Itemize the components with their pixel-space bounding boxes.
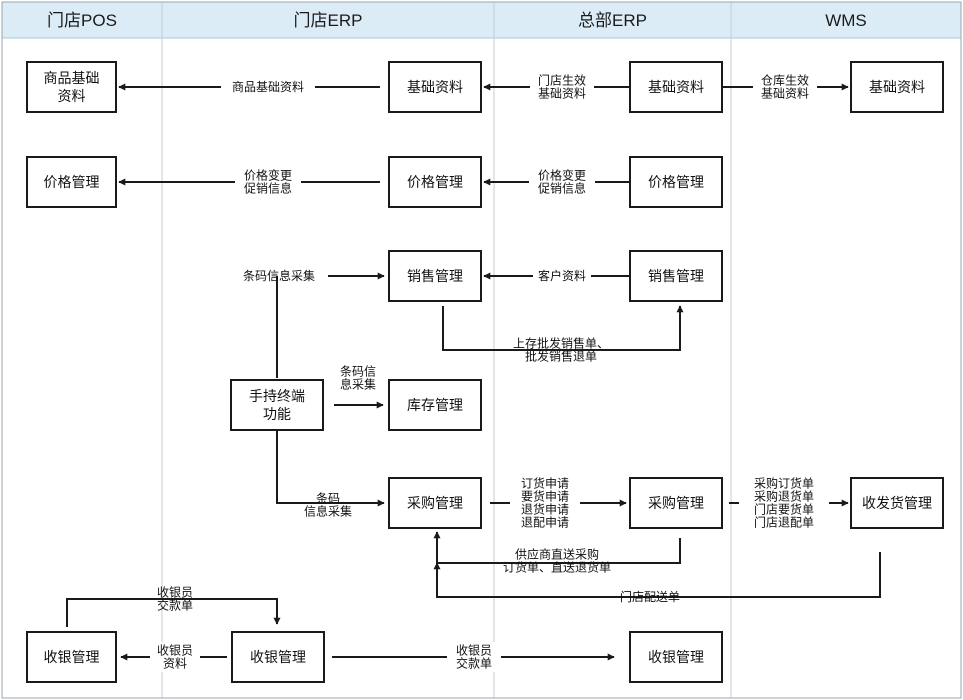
connector-label-e_hq_purchase_to_wms: 采购订货单采购退货单门店要货单门店退配单 — [754, 476, 814, 530]
box-erp_stock: 库存管理 — [388, 379, 482, 431]
box-frame — [629, 250, 723, 302]
connector-label-e_handheld_to_purchase: 条码信息采集 — [304, 492, 352, 519]
box-pos_cashier: 收银管理 — [26, 631, 117, 683]
lane-title-wms: WMS — [825, 11, 867, 30]
box-hq_price: 价格管理 — [629, 156, 723, 208]
connector-label-e_hq_sales_to_erp: 客户资料 — [538, 268, 586, 283]
box-hq_sales: 销售管理 — [629, 250, 723, 302]
box-label-cashier_erp: 收银管理 — [250, 650, 306, 666]
connector-label-e_handheld_to_stock: 条码信息采集 — [340, 365, 376, 392]
box-frame — [388, 250, 482, 302]
box-label-pos_basic: 商品基础资料 — [44, 70, 100, 105]
box-label-hq_purchase: 采购管理 — [648, 496, 704, 512]
connector-label-e_hq_price_to_erp: 价格变更促销信息 — [538, 168, 586, 196]
box-label-hq_sales: 销售管理 — [648, 269, 704, 285]
box-frame — [26, 631, 117, 683]
box-frame — [230, 379, 324, 431]
box-frame — [26, 61, 117, 113]
box-erp_sales: 销售管理 — [388, 250, 482, 302]
connector-e_handheld_to_purchase — [276, 457, 385, 507]
connector-label-e_basic_to_pos: 商品基础资料 — [232, 79, 304, 94]
box-frame — [231, 631, 325, 683]
box-label-erp_sales: 销售管理 — [407, 269, 463, 285]
box-label-pos_price: 价格管理 — [44, 175, 100, 191]
label-mask — [150, 642, 200, 672]
box-frame — [850, 61, 944, 113]
box-label-wms_basic: 基础资料 — [869, 79, 925, 96]
box-label-erp_price: 价格管理 — [407, 175, 463, 191]
lane-title-store_erp: 门店ERP — [294, 11, 363, 30]
box-erp_price: 价格管理 — [388, 156, 482, 208]
box-erp_purchase: 采购管理 — [388, 477, 482, 529]
lane-title-hq_erp: 总部ERP — [578, 11, 647, 30]
connector-label-e_wms_to_erp_purchase: 门店配送单 — [620, 589, 680, 604]
label-mask — [529, 167, 595, 197]
lane-header-band — [2, 2, 961, 38]
connector-e_pos_cashier_to_erp — [66, 598, 281, 627]
label-mask — [530, 72, 594, 102]
box-frame — [388, 156, 482, 208]
connector-label-e_pos_cashier_to_erp: 收银员交款单 — [157, 586, 193, 613]
box-hq_cashier: 收银管理 — [629, 631, 723, 683]
connector-label-e_hq_purchase_to_erp: 供应商直送采购订货单、直送退货单 — [503, 547, 611, 575]
lane-title-pos: 门店POS — [47, 11, 117, 30]
box-erp_basic: 基础资料 — [388, 61, 482, 113]
box-frame — [388, 477, 482, 529]
connector-label-e_erp_purchase_to_hq: 订货申请要货申请退货申请退配申请 — [521, 476, 569, 530]
box-label-pos_cashier: 收银管理 — [44, 650, 100, 666]
label-mask — [533, 267, 591, 285]
box-label-hq_price: 价格管理 — [648, 175, 704, 191]
connector-label-e_handheld_to_sales: 条码信息采集 — [243, 268, 315, 283]
box-label-wms_shipping: 收发货管理 — [862, 495, 932, 512]
box-pos_price: 价格管理 — [26, 156, 117, 208]
box-cashier_erp: 收银管理 — [231, 631, 325, 683]
box-frame — [388, 379, 482, 431]
connector-e_erp_sales_to_hq — [442, 305, 684, 351]
box-frame — [629, 61, 723, 113]
connector-label-e_erp_sales_to_hq: 上存批发销售单、批发销售退单 — [513, 336, 609, 364]
label-mask — [739, 475, 829, 531]
box-label-erp_purchase: 采购管理 — [407, 496, 463, 512]
label-mask — [753, 72, 817, 102]
connector-label-e_hq_basic_to_erp: 门店生效基础资料 — [538, 73, 586, 101]
box-hq_purchase: 采购管理 — [629, 477, 723, 529]
box-frame — [26, 156, 117, 208]
box-frame — [629, 477, 723, 529]
box-frame — [388, 61, 482, 113]
label-mask — [447, 642, 501, 672]
box-label-erp_stock: 库存管理 — [407, 398, 463, 414]
label-mask — [235, 167, 301, 197]
label-mask — [510, 475, 580, 531]
box-pos_basic: 商品基础资料 — [26, 61, 117, 113]
box-handheld: 手持终端功能 — [230, 379, 324, 431]
label-mask — [221, 78, 315, 96]
connector-e_hq_purchase_to_erp — [433, 531, 681, 564]
box-wms_shipping: 收发货管理 — [850, 477, 944, 529]
box-label-hq_basic: 基础资料 — [648, 79, 704, 96]
box-frame — [629, 631, 723, 683]
connector-label-e_hq_basic_to_wms: 仓库生效基础资料 — [761, 73, 809, 101]
box-label-hq_cashier: 收银管理 — [648, 650, 704, 666]
connector-label-e_cashier_erp_to_pos: 收银员资料 — [157, 644, 193, 671]
connector-label-e_cashier_erp_to_hq: 收银员交款单 — [456, 644, 492, 671]
box-frame — [629, 156, 723, 208]
box-frame — [850, 477, 944, 529]
box-label-handheld: 手持终端功能 — [249, 389, 305, 423]
connector-label-e_price_to_pos: 价格变更促销信息 — [244, 168, 292, 196]
connector-e_wms_to_erp_purchase — [433, 552, 881, 598]
box-wms_basic: 基础资料 — [850, 61, 944, 113]
box-label-erp_basic: 基础资料 — [407, 79, 463, 96]
box-hq_basic: 基础资料 — [629, 61, 723, 113]
